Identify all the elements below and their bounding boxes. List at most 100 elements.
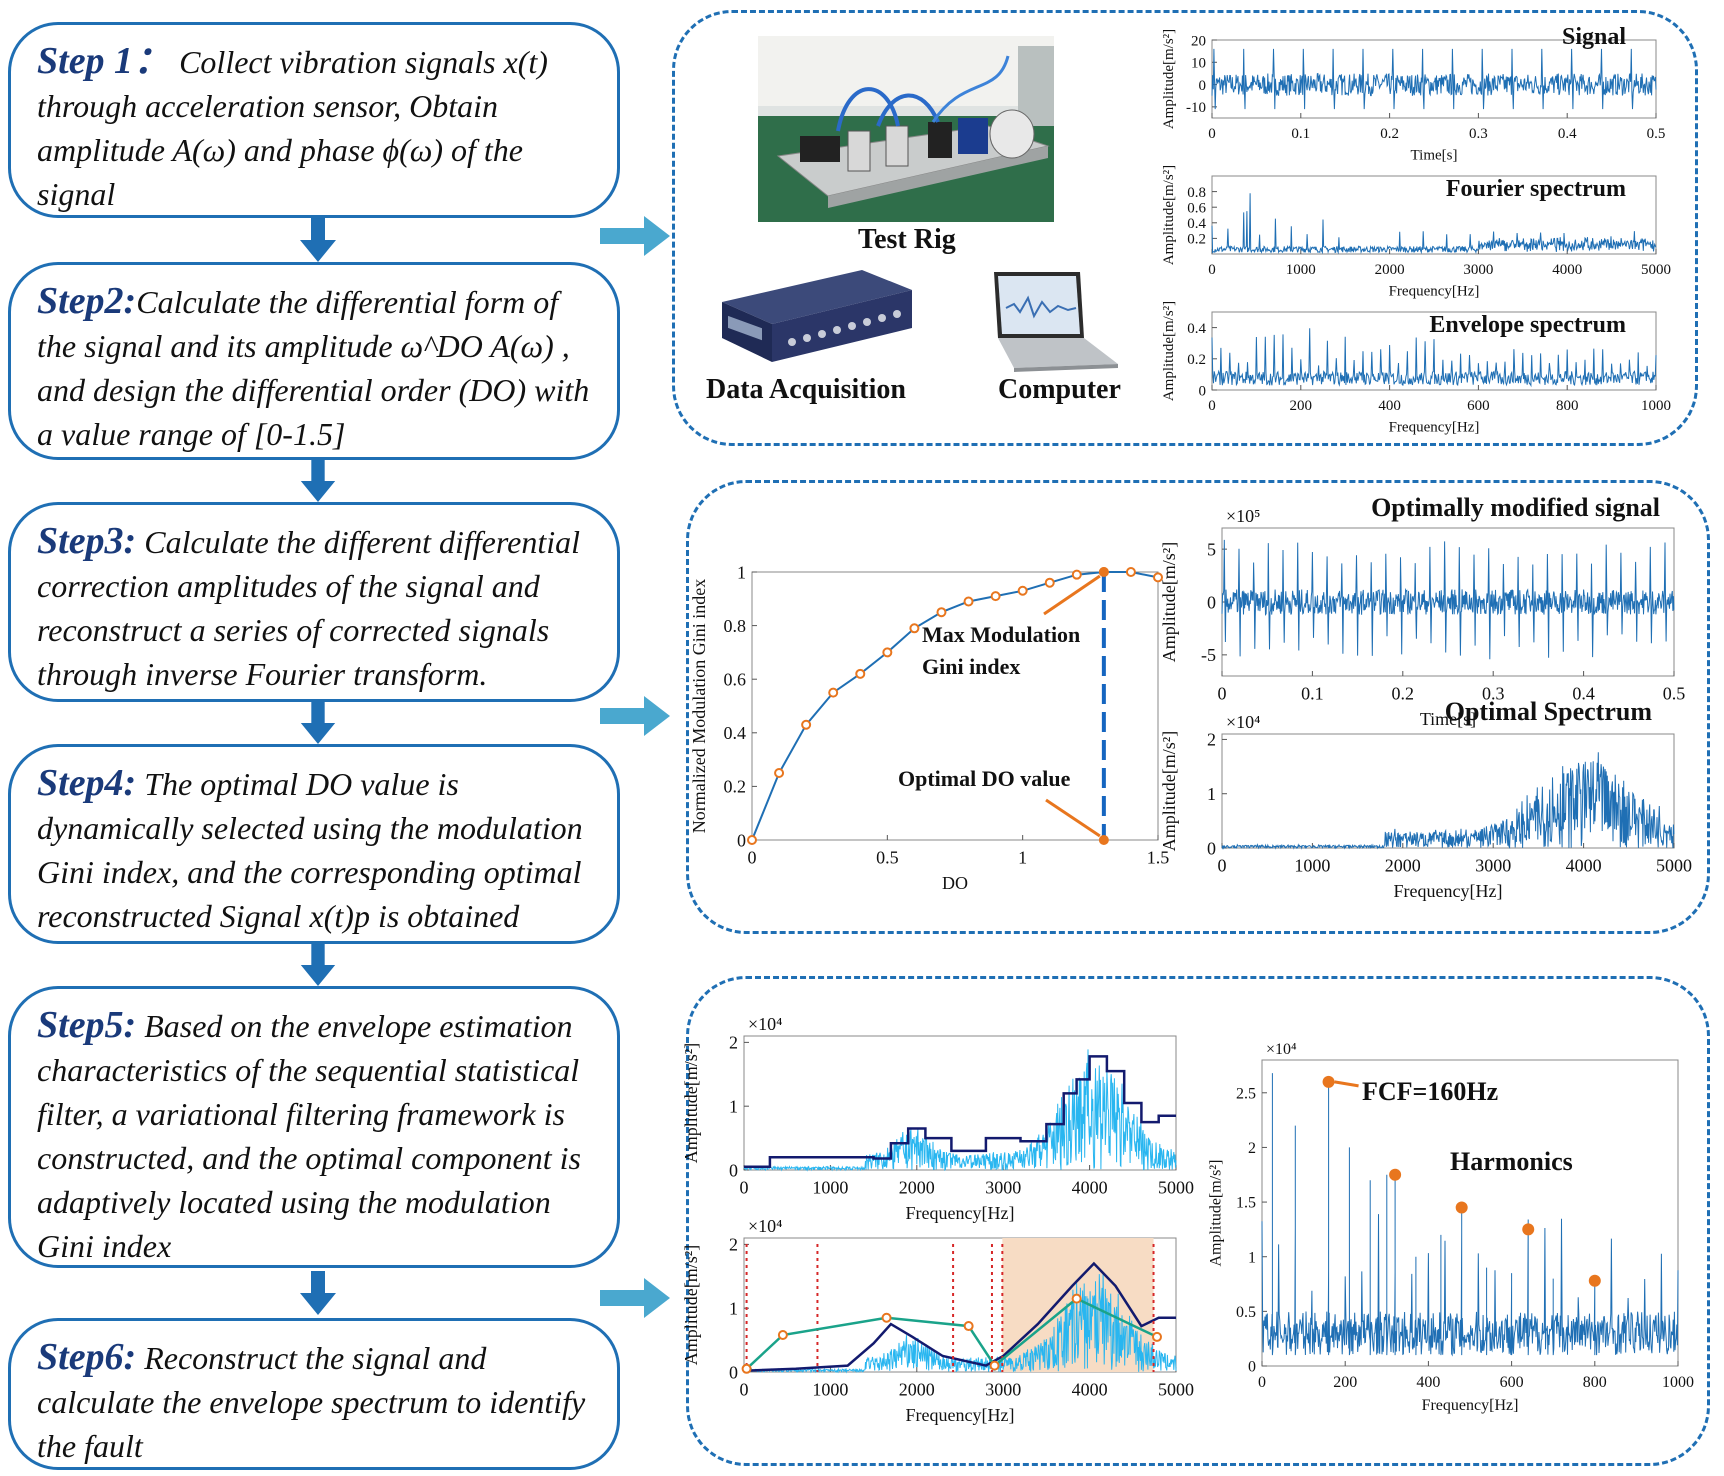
filter2-xtick-label: 5000: [1158, 1380, 1194, 1400]
final-multiplier: ×10⁴: [1266, 1041, 1297, 1058]
step-2-text: Calculate the differential form of the s…: [37, 284, 590, 452]
optsignal-multiplier: ×10⁵: [1226, 506, 1260, 526]
data-acquisition-device: [722, 270, 912, 362]
optspec-ytick-label: 1: [1207, 784, 1216, 804]
optspec-xtick-label: 0: [1218, 856, 1227, 876]
data-acquisition-caption: Data Acquisition: [706, 374, 906, 405]
harmonics-annotation: Harmonics: [1450, 1147, 1573, 1176]
gini-plot-frame: [751, 571, 1159, 841]
down-arrow-icon: [300, 218, 336, 262]
optsignal-xtick-label: 0.3: [1482, 684, 1505, 704]
filter2-xtick-label: 3000: [985, 1380, 1021, 1400]
gini-series-line: [751, 571, 1159, 841]
fcf-pointer: [1334, 1080, 1359, 1088]
filter1-xtick-label: 5000: [1158, 1178, 1194, 1198]
signal-ytick-label: -10: [1186, 100, 1206, 116]
computer-caption: Computer: [998, 374, 1121, 405]
gini-data-point: [936, 607, 947, 618]
gini-ytick-label: 0.4: [724, 723, 747, 743]
step-4-label: Step4:: [37, 762, 137, 804]
fourier-xtick-label: 0: [1208, 262, 1216, 278]
optsignal-ylabel: Amplitude[m/s²]: [1159, 542, 1179, 662]
down-arrow-icon: [300, 460, 336, 502]
filter1-xtick-label: 3000: [985, 1178, 1021, 1198]
signal-xtick-label: 0.2: [1380, 126, 1399, 142]
component-index-point: [741, 1363, 752, 1374]
gini-data-point: [1044, 577, 1055, 588]
final-xtick-label: 0: [1258, 1374, 1266, 1391]
optspec-xtick-label: 2000: [1385, 856, 1421, 876]
gini-data-point: [963, 596, 974, 607]
filter2-multiplier: ×10⁴: [748, 1216, 782, 1236]
envelope-xtick-label: 200: [1290, 398, 1313, 414]
fourier-ylabel: Amplitude[m/s²]: [1161, 165, 1177, 265]
gini-data-point: [1153, 572, 1163, 583]
envelope-title: Envelope spectrum: [1429, 312, 1626, 338]
max-gini-pointer: [1043, 574, 1101, 616]
filter1-spectrum-line: [743, 1049, 1177, 1172]
fourier-series-line: [1211, 193, 1657, 255]
gini-data-point: [1125, 567, 1136, 577]
step-4-box: Step4: The optimal DO value is dynamical…: [8, 744, 620, 944]
optspec-series-line: [1221, 752, 1675, 850]
optspec-plot-frame: [1221, 733, 1675, 849]
final-ytick-label: 0.5: [1236, 1304, 1256, 1321]
final-xtick-label: 600: [1500, 1374, 1524, 1391]
fourier-ytick-label: 0.2: [1187, 232, 1206, 248]
down-arrow-icon: [300, 944, 336, 986]
test-rig-photo: [758, 36, 1054, 222]
test-rig-caption: Test Rig: [858, 224, 956, 255]
final-ytick-label: 1.5: [1236, 1195, 1256, 1212]
filter1-plot-frame: [743, 1035, 1177, 1171]
final-ytick-label: 1: [1248, 1249, 1256, 1266]
laptop-computer: [994, 272, 1118, 372]
optspec-xtick-label: 4000: [1566, 856, 1602, 876]
fourier-plot-frame: [1211, 175, 1657, 255]
gini-ylabel: Normalized Modulation Gini index: [689, 579, 709, 833]
envelope-xtick-label: 0: [1208, 398, 1216, 414]
step-6-label: Step6:: [37, 1336, 137, 1378]
final-xlabel: Frequency[Hz]: [1422, 1397, 1519, 1414]
component-index-point: [989, 1360, 1000, 1371]
envelope-xtick-label: 1000: [1641, 398, 1671, 414]
signal-xtick-label: 0.3: [1469, 126, 1488, 142]
max-gini-marker: [1098, 567, 1109, 577]
signal-title: Signal: [1562, 24, 1626, 50]
envelope-xlabel: Frequency[Hz]: [1389, 420, 1480, 436]
optsignal-xtick-label: 0: [1218, 684, 1227, 704]
component-index-point: [881, 1312, 892, 1323]
optspec-ytick-label: 0: [1207, 838, 1216, 858]
filter2-xlabel: Frequency[Hz]: [906, 1405, 1015, 1425]
filter2-ytick-label: 2: [729, 1235, 738, 1255]
optsignal-xtick-label: 0.5: [1663, 684, 1686, 704]
filter1-xlabel: Frequency[Hz]: [906, 1203, 1015, 1223]
filter1-xtick-label: 4000: [1072, 1178, 1108, 1198]
final-envelope-line: [1261, 1073, 1679, 1357]
envelope-ytick-label: 0: [1199, 383, 1207, 399]
fourier-ytick-label: 0.4: [1187, 216, 1206, 232]
filter1-ylabel: Amplitude[m/s²]: [681, 1043, 701, 1163]
filter1-xtick-label: 0: [740, 1178, 749, 1198]
optsignal-ytick-label: -5: [1201, 645, 1216, 665]
gini-ytick-label: 0.2: [724, 777, 747, 797]
gini-data-point: [801, 719, 812, 730]
final-xtick-label: 1000: [1662, 1374, 1694, 1391]
harmonic-marker: [1322, 1075, 1335, 1088]
gini-xtick-label: 0: [748, 848, 757, 868]
envelope-ytick-label: 0.2: [1187, 352, 1206, 368]
optspec-xtick-label: 3000: [1475, 856, 1511, 876]
final-xtick-label: 800: [1583, 1374, 1607, 1391]
gini-ytick-label: 1: [737, 562, 746, 582]
optsignal-xtick-label: 0.1: [1301, 684, 1324, 704]
filter2-xtick-label: 4000: [1072, 1380, 1108, 1400]
envelope-xtick-label: 400: [1378, 398, 1401, 414]
step-3-label: Step3:: [37, 520, 137, 562]
envelope-ytick-label: 0.4: [1187, 321, 1206, 337]
final-xtick-label: 200: [1333, 1374, 1357, 1391]
step-3-box: Step3: Calculate the different different…: [8, 502, 620, 702]
optspec-xlabel: Frequency[Hz]: [1394, 881, 1503, 901]
fourier-xlabel: Frequency[Hz]: [1389, 284, 1480, 300]
optsignal-ytick-label: 0: [1207, 592, 1216, 612]
down-arrow-icon: [300, 1271, 336, 1315]
